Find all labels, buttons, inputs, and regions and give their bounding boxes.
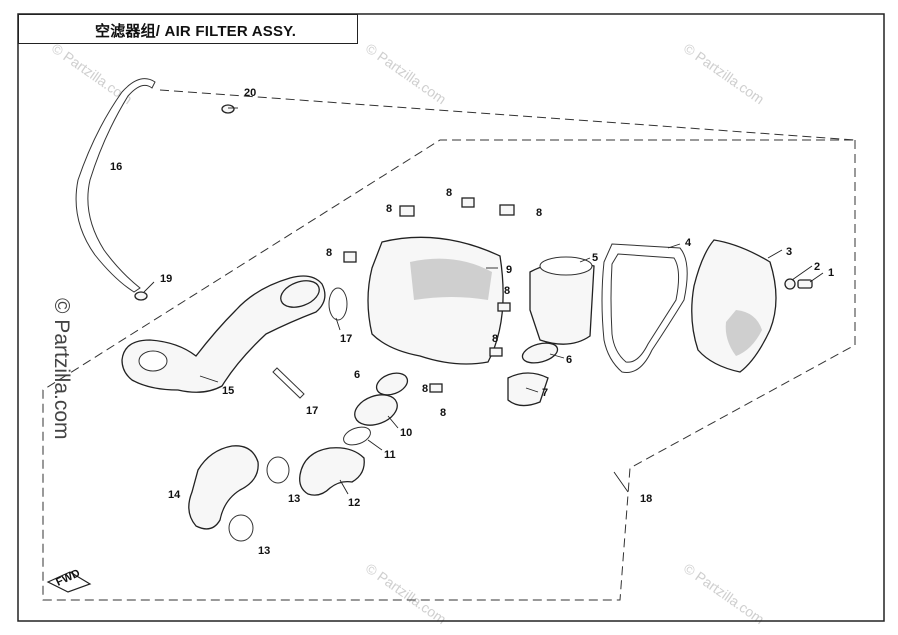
callout-8: 8	[326, 247, 332, 259]
clip-8	[399, 205, 415, 217]
callout-14: 14	[168, 489, 181, 501]
gasket-17-lower	[272, 367, 305, 399]
screw-1	[797, 279, 813, 289]
elbow-hose-12	[299, 447, 365, 496]
callout-8: 8	[446, 187, 452, 199]
coupler-10	[354, 394, 398, 426]
gasket-inner-4	[610, 253, 680, 363]
callout-12: 12	[348, 497, 360, 509]
callout-17: 17	[306, 405, 318, 417]
filter-top-5	[539, 256, 593, 276]
callout-7: 7	[542, 387, 548, 399]
clip-8	[497, 302, 511, 312]
clamp-19	[134, 291, 148, 301]
callout-20: 20	[244, 87, 256, 99]
duct-end-15	[280, 280, 320, 308]
clamp-13-lower	[228, 514, 254, 542]
assembly-link-line	[159, 89, 856, 141]
clip-8	[489, 347, 503, 357]
clip-8	[429, 383, 443, 393]
bellows-hose-14	[188, 445, 259, 530]
callout-8: 8	[504, 285, 510, 297]
fwd-arrow	[46, 571, 92, 593]
callout-19: 19	[160, 273, 172, 285]
callout-8: 8	[386, 203, 392, 215]
cover-shading-3	[725, 310, 762, 356]
clamp-13-upper	[266, 456, 290, 484]
callout-11: 11	[384, 449, 396, 461]
airbox-shading-9	[410, 258, 492, 300]
callout-labels: 1 2 3 4 5 6 6 7 8 8 8 8 8 8 8 8 9 10 11 …	[54, 87, 834, 589]
callout-5: 5	[592, 252, 598, 264]
callout-8: 8	[440, 407, 446, 419]
airbox-body-9	[367, 236, 504, 365]
clip-8	[343, 251, 357, 263]
callout-8: 8	[422, 383, 428, 395]
callout-6: 6	[354, 369, 360, 381]
duct-flange-15	[138, 350, 168, 372]
callout-16: 16	[110, 161, 122, 173]
diagram-title-box: 空滤器组/ AIR FILTER ASSY.	[18, 14, 358, 44]
gasket-17-upper	[328, 287, 348, 321]
clamp-6-lower	[375, 372, 409, 396]
callout-15: 15	[222, 385, 234, 397]
clip-8	[461, 197, 475, 208]
callout-8: 8	[492, 333, 498, 345]
callout-3: 3	[786, 246, 792, 258]
diagram-border	[17, 13, 885, 622]
breather-hose-16	[75, 78, 156, 293]
washer-2	[784, 278, 796, 290]
leader-lines	[143, 107, 824, 495]
callout-4: 4	[685, 237, 692, 249]
clip-8	[499, 204, 515, 216]
assembly-outline-18	[42, 139, 856, 601]
callout-17: 17	[340, 333, 352, 345]
callout-1: 1	[828, 267, 834, 279]
clamp-6-right	[521, 342, 559, 364]
callout-6: 6	[566, 354, 572, 366]
callout-8: 8	[536, 207, 542, 219]
gasket-frame-4	[601, 243, 688, 374]
callout-13: 13	[288, 493, 300, 505]
clamp-11	[343, 426, 371, 446]
intake-duct-15	[121, 275, 326, 393]
boot-7	[507, 372, 549, 407]
clamp-20	[221, 104, 235, 114]
callout-10: 10	[400, 427, 412, 439]
callout-9: 9	[506, 264, 512, 276]
callout-18: 18	[640, 493, 652, 505]
diagram-title: 空滤器组/ AIR FILTER ASSY.	[95, 23, 297, 40]
callout-2: 2	[814, 261, 820, 273]
callout-13: 13	[258, 545, 270, 557]
